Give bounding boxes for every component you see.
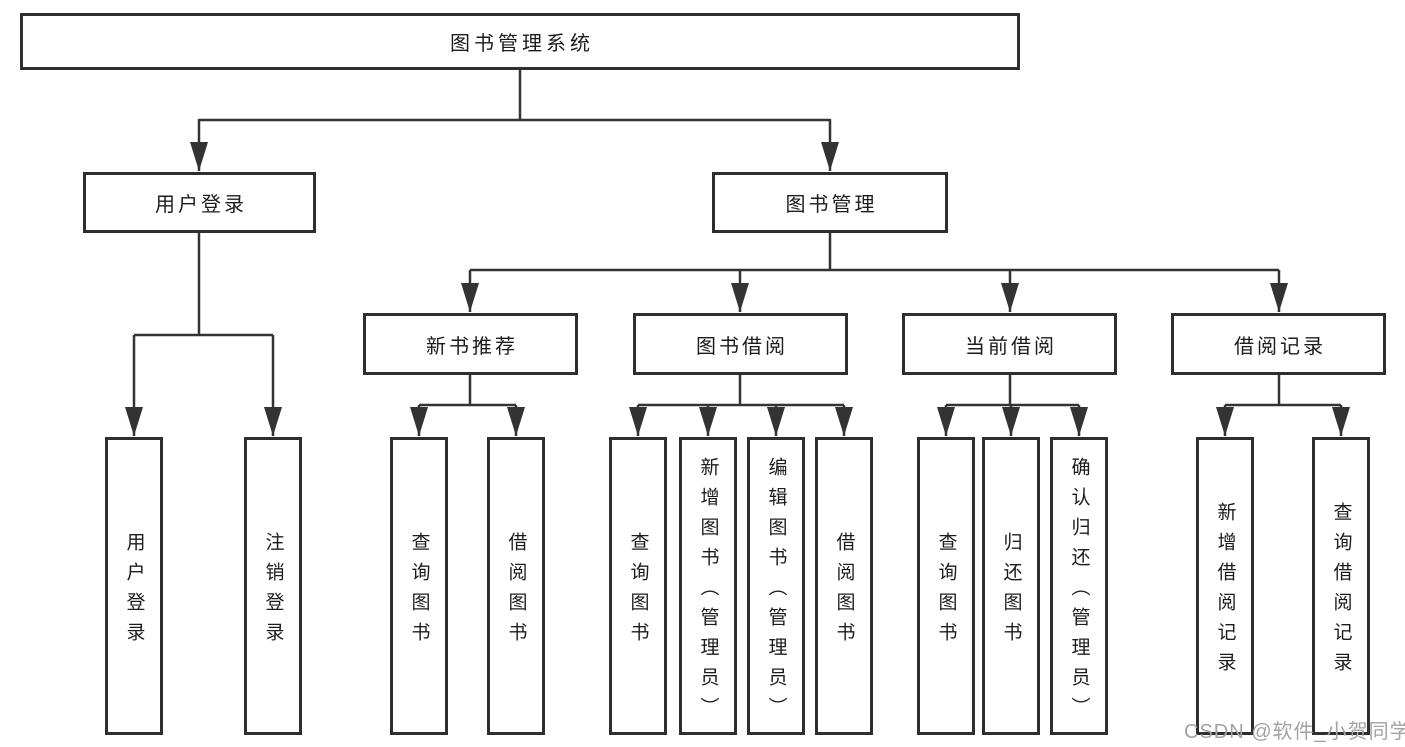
node-new-book-rec-label: 新书推荐 — [426, 335, 518, 358]
node-borrow-records-label: 借阅记录 — [1234, 335, 1326, 358]
leaf-add-book-admin: 新增图书（管理员） — [679, 437, 737, 735]
leaf-confirm-return-admin: 确认归还（管理员） — [1050, 437, 1108, 735]
leaf-edit-book-admin-label: 编辑图书（管理员） — [765, 456, 787, 727]
leaf-query-book-3-label: 查询图书 — [935, 531, 957, 652]
leaf-query-book-1-label: 查询图书 — [408, 531, 430, 652]
node-borrow-records: 借阅记录 — [1171, 313, 1386, 375]
node-current-borrow: 当前借阅 — [902, 313, 1117, 375]
leaf-user-login: 用户登录 — [105, 437, 163, 735]
leaf-borrow-book-1: 借阅图书 — [487, 437, 545, 735]
leaf-logout: 注销登录 — [244, 437, 302, 735]
leaf-return-book: 归还图书 — [982, 437, 1040, 735]
connector-borrow-records — [1225, 375, 1341, 407]
leaf-edit-book-admin: 编辑图书（管理员） — [747, 437, 805, 735]
leaf-borrow-book-2-label: 借阅图书 — [833, 531, 855, 652]
leaf-logout-label: 注销登录 — [262, 531, 284, 652]
leaf-query-book-2-label: 查询图书 — [627, 531, 649, 652]
leaf-user-login-label: 用户登录 — [123, 531, 145, 652]
node-current-borrow-label: 当前借阅 — [965, 335, 1057, 358]
leaf-add-borrow-record: 新增借阅记录 — [1196, 437, 1254, 735]
connector-user-login — [134, 233, 273, 337]
watermark: CSDN @软件_小贺同学 — [1184, 721, 1405, 743]
leaf-confirm-return-admin-label: 确认归还（管理员） — [1068, 456, 1090, 727]
connector-book-borrow — [638, 375, 844, 407]
node-root-label: 图书管理系统 — [450, 33, 594, 55]
node-user-login: 用户登录 — [83, 172, 316, 233]
node-book-borrow-label: 图书借阅 — [696, 335, 788, 358]
node-book-borrow: 图书借阅 — [633, 313, 848, 375]
leaf-add-book-admin-label: 新增图书（管理员） — [697, 456, 719, 727]
node-user-login-label: 用户登录 — [155, 194, 247, 216]
node-book-mgmt-label: 图书管理 — [785, 194, 878, 216]
node-book-mgmt: 图书管理 — [712, 172, 948, 233]
leaf-query-book-1: 查询图书 — [390, 437, 448, 735]
leaf-borrow-book-2: 借阅图书 — [815, 437, 873, 735]
leaf-borrow-book-1-label: 借阅图书 — [505, 531, 527, 652]
node-new-book-rec: 新书推荐 — [363, 313, 578, 375]
connector-root — [199, 70, 830, 122]
leaf-add-borrow-record-label: 新增借阅记录 — [1214, 501, 1236, 682]
leaf-query-book-2: 查询图书 — [609, 437, 667, 735]
node-root: 图书管理系统 — [20, 13, 1020, 70]
leaf-return-book-label: 归还图书 — [1000, 531, 1022, 652]
leaf-query-book-3: 查询图书 — [917, 437, 975, 735]
leaf-query-borrow-record: 查询借阅记录 — [1312, 437, 1370, 735]
connector-book-mgmt — [470, 233, 1279, 272]
connector-new-book-rec — [419, 375, 516, 407]
leaf-query-borrow-record-label: 查询借阅记录 — [1330, 501, 1352, 682]
connector-current-borrow — [946, 375, 1079, 407]
